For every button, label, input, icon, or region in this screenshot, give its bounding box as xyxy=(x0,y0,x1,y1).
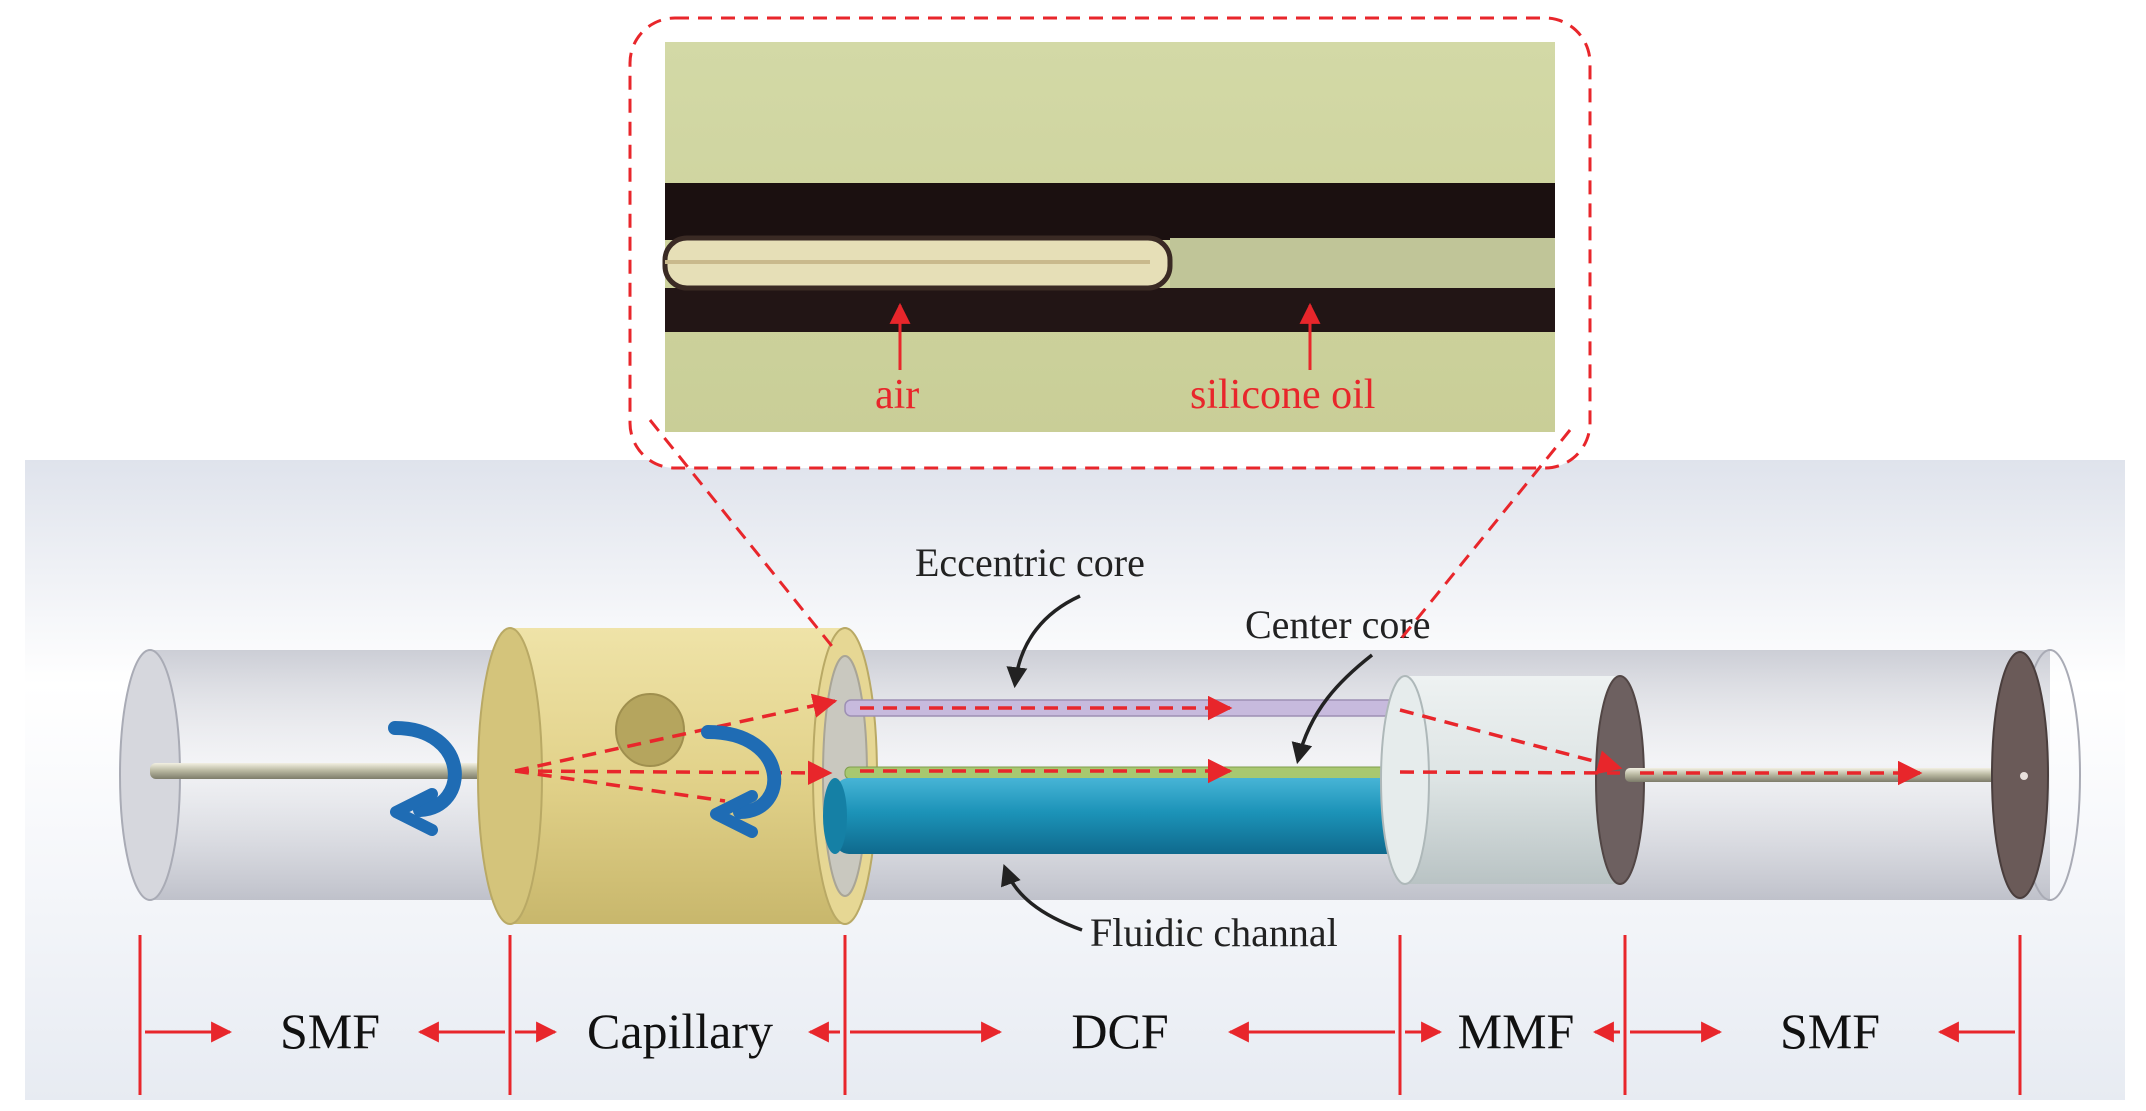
fluidic-channal-pointer xyxy=(1000,864,1083,932)
smf-right-fiber xyxy=(1625,768,2045,782)
fiber-end-face xyxy=(1991,651,2049,899)
mmf-segment xyxy=(1380,675,1645,885)
reflection-arrow-right xyxy=(701,725,782,838)
reflection-arrow-left xyxy=(388,721,462,836)
inset-oil-region xyxy=(1170,238,1555,288)
fluidic-channel xyxy=(835,778,1405,854)
inset-channel-top xyxy=(665,183,1555,240)
smf-left-fiber xyxy=(150,763,520,779)
center-core-label: Center core xyxy=(1245,602,1430,647)
center-core-pointer xyxy=(1291,653,1374,765)
eccentric-core-pointer xyxy=(1006,594,1081,689)
fluidic-channal-label: Fluidic channal xyxy=(1090,910,1338,955)
eccentric-core-label: Eccentric core xyxy=(915,540,1145,585)
inset-label-silicone-oil: silicone oil xyxy=(1190,372,1375,418)
segment-label-dcf: DCF xyxy=(1071,1003,1168,1059)
inset-micrograph: air silicone oil xyxy=(628,16,1592,470)
segment-label-smf-left: SMF xyxy=(280,1003,380,1059)
segment-boundaries xyxy=(138,935,2022,1095)
segment-label-capillary: Capillary xyxy=(587,1003,773,1059)
segment-label-mmf: MMF xyxy=(1458,1003,1575,1059)
inset-connectors xyxy=(648,419,1572,651)
inset-channel-bottom xyxy=(665,288,1555,332)
center-core-fiber xyxy=(844,766,1406,780)
capillary-side-hole xyxy=(615,693,685,767)
inset-label-air: air xyxy=(875,372,919,418)
segment-label-smf-right: SMF xyxy=(1780,1003,1880,1059)
